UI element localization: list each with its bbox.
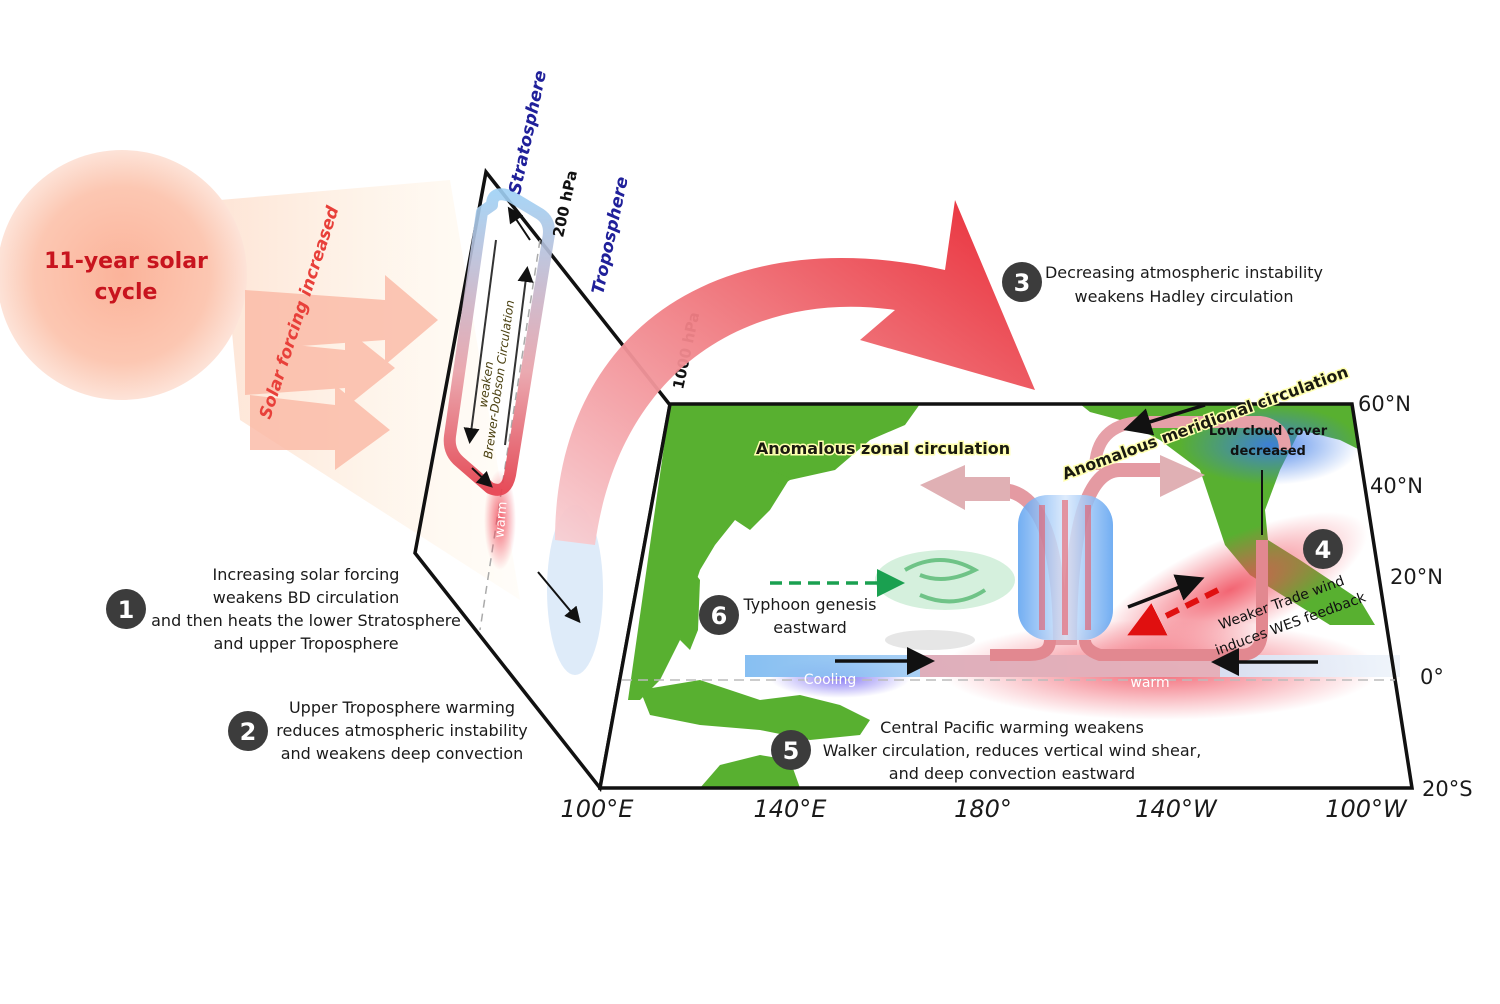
step-3-number: 3 bbox=[1014, 269, 1031, 297]
step-1-line-2: weakens BD circulation bbox=[213, 588, 400, 607]
descent-arrow bbox=[537, 571, 581, 624]
typhoon-shadow bbox=[885, 630, 975, 650]
cool-blob-left bbox=[547, 505, 603, 675]
longitude-axis: 100°E 140°E 180° 140°W 100°W bbox=[561, 795, 1409, 823]
step-6-badge bbox=[699, 595, 739, 635]
solar-forcing-arrows bbox=[245, 275, 438, 470]
typhoon-swirl-2 bbox=[919, 588, 987, 604]
step-2-line-3: and weakens deep convection bbox=[281, 744, 524, 763]
forcing-arrow-1 bbox=[245, 275, 438, 365]
step-4-number: 4 bbox=[1315, 536, 1332, 564]
step-6-line-2: eastward bbox=[773, 618, 847, 637]
stratosphere-label: Stratosphere bbox=[505, 69, 551, 196]
low-cloud-label-line2: decreased bbox=[1230, 444, 1306, 459]
map-panel: Anomalous zonal circulation Anomalous me… bbox=[597, 361, 1415, 790]
step-5-badge bbox=[771, 730, 811, 770]
lon-label-100w: 100°W bbox=[1325, 795, 1408, 823]
p200-label: 200 hPa bbox=[549, 169, 581, 239]
troposphere-label: Troposphere bbox=[588, 175, 632, 296]
sun-label-line2: cycle bbox=[95, 280, 158, 305]
step-1-line-3: and then heats the lower Stratosphere bbox=[151, 611, 461, 630]
lat-label-20n: 20°N bbox=[1390, 565, 1443, 589]
wes-arrow-black bbox=[1127, 574, 1205, 609]
step-2: 2 Upper Troposphere warming reduces atmo… bbox=[228, 698, 528, 763]
asia-land bbox=[628, 404, 920, 700]
bd-arrow-top bbox=[507, 206, 531, 241]
warm-blob-left bbox=[484, 470, 516, 570]
lon-label-140e: 140°E bbox=[754, 795, 828, 823]
lat-label-20s: 20°S bbox=[1422, 777, 1473, 801]
step-3-line-1: Decreasing atmospheric instability bbox=[1045, 263, 1323, 282]
taiwan-philippines-land bbox=[680, 560, 700, 650]
step-2-badge bbox=[228, 711, 268, 751]
forcing-arrow-2 bbox=[245, 328, 395, 408]
step-5-line-3: and deep convection eastward bbox=[889, 764, 1135, 783]
australia-land bbox=[700, 755, 800, 788]
step-1-badge bbox=[106, 589, 146, 629]
step-1-line-1: Increasing solar forcing bbox=[213, 565, 400, 584]
lon-label-100e: 100°E bbox=[561, 795, 635, 823]
step-3-badge bbox=[1002, 262, 1042, 302]
step-5-line-2: Walker circulation, reduces vertical win… bbox=[823, 741, 1202, 760]
warm-label: warm bbox=[1130, 675, 1169, 691]
meridional-return-arrow bbox=[1123, 403, 1206, 436]
low-cloud-label-line1: Low cloud cover bbox=[1209, 424, 1328, 439]
lat-label-0: 0° bbox=[1420, 665, 1444, 689]
step-6-line-1: Typhoon genesis bbox=[743, 595, 877, 614]
map-frame bbox=[597, 402, 1415, 790]
step-6-number: 6 bbox=[711, 602, 728, 630]
zonal-arrow-shaft-left bbox=[950, 477, 1010, 501]
lat-label-40n: 40°N bbox=[1370, 474, 1423, 498]
step-1-number: 1 bbox=[118, 596, 135, 624]
step-2-line-2: reduces atmospheric instability bbox=[276, 721, 528, 740]
bd-arrow-down bbox=[463, 239, 497, 444]
step-1: 1 Increasing solar forcing weakens BD ci… bbox=[106, 565, 461, 653]
typhoon-swirl bbox=[875, 550, 1015, 650]
big-curved-arrow bbox=[555, 200, 1035, 545]
hadley-loop-right bbox=[1079, 540, 1268, 661]
indonesia-land bbox=[640, 680, 870, 740]
step-6: 6 Typhoon genesis eastward bbox=[699, 595, 876, 637]
typhoon-swirl-1 bbox=[904, 558, 980, 581]
step-3: 3 Decreasing atmospheric instability wea… bbox=[1002, 262, 1323, 306]
step-2-line-1: Upper Troposphere warming bbox=[289, 698, 515, 717]
bd-arrow-up bbox=[504, 266, 534, 446]
cooling-label: Cooling bbox=[804, 672, 856, 688]
step-4-badge bbox=[1303, 529, 1343, 569]
forcing-arrow-3 bbox=[250, 385, 390, 470]
walker-loop-left bbox=[990, 639, 1056, 661]
step-3-line-2: weakens Hadley circulation bbox=[1075, 287, 1294, 306]
lon-label-180: 180° bbox=[954, 795, 1012, 823]
bd-circulation-loop bbox=[443, 188, 555, 496]
zonal-label: Anomalous zonal circulation bbox=[756, 439, 1010, 458]
bd-arrow-bottom bbox=[471, 467, 493, 488]
sun-disc bbox=[0, 150, 247, 400]
zonal-arrowhead-right bbox=[1160, 455, 1205, 497]
lon-label-140w: 140°W bbox=[1135, 795, 1218, 823]
panel-dashed-line bbox=[479, 239, 541, 631]
step-5-line-1: Central Pacific warming weakens bbox=[880, 718, 1144, 737]
latitude-axis: 60°N 40°N 20°N 0° 20°S bbox=[1358, 392, 1473, 801]
step-5: 5 Central Pacific warming weakens Walker… bbox=[771, 718, 1201, 783]
step-5-number: 5 bbox=[783, 737, 800, 765]
step-1-line-4: and upper Troposphere bbox=[213, 634, 398, 653]
sun-glow bbox=[220, 180, 520, 600]
lat-label-60n: 60°N bbox=[1358, 392, 1411, 416]
step-2-number: 2 bbox=[240, 718, 257, 746]
sun-label-line1: 11-year solar bbox=[44, 249, 208, 274]
convection-column bbox=[1018, 495, 1113, 640]
bd-label-line1: weaken bbox=[476, 360, 496, 408]
sun: 11-year solar cycle bbox=[0, 150, 520, 600]
wes-arrow-red bbox=[1127, 587, 1220, 636]
japan-land bbox=[735, 470, 790, 530]
warm-left-label: warm bbox=[492, 501, 510, 539]
